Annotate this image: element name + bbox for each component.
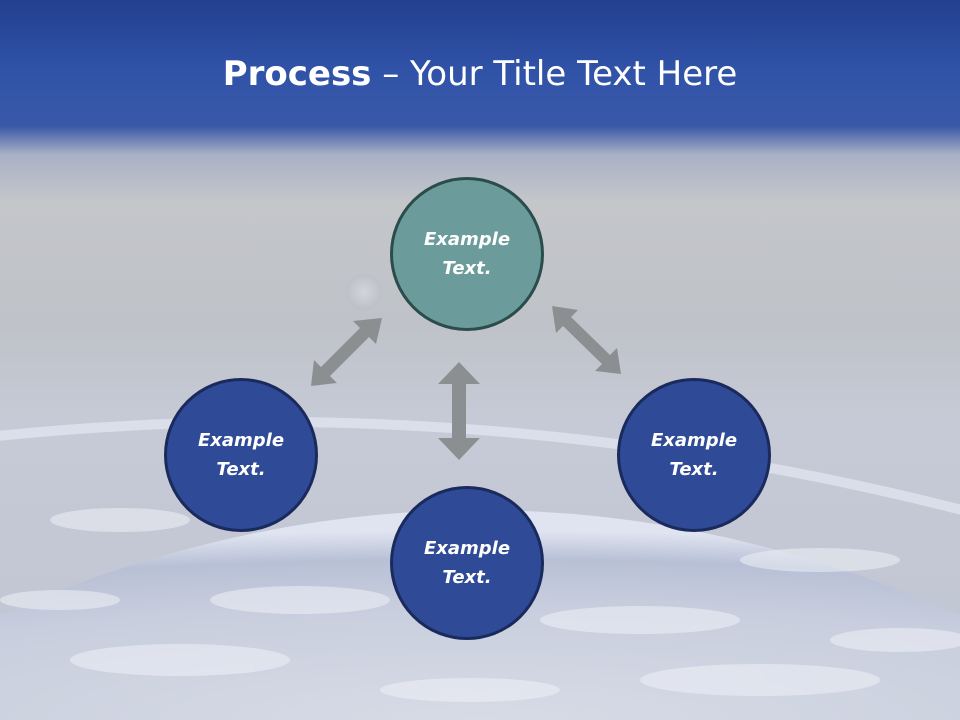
node-top-label: Example Text. (423, 229, 511, 279)
node-bottom-label: Example Text. (423, 538, 511, 588)
node-top[interactable]: Example Text. (390, 177, 544, 331)
double-arrow-top-left-icon (311, 318, 382, 386)
title-rest: – Your Title Text Here (371, 54, 738, 94)
node-left-label: Example Text. (197, 430, 285, 480)
slide-title: Process – Your Title Text Here (0, 52, 960, 96)
double-arrow-vertical-icon (438, 362, 480, 460)
node-left[interactable]: Example Text. (164, 378, 318, 532)
title-bold: Process (222, 54, 372, 94)
double-arrow-top-right-icon (552, 306, 621, 374)
node-right-label: Example Text. (650, 430, 738, 480)
node-bottom[interactable]: Example Text. (390, 486, 544, 640)
node-right[interactable]: Example Text. (617, 378, 771, 532)
